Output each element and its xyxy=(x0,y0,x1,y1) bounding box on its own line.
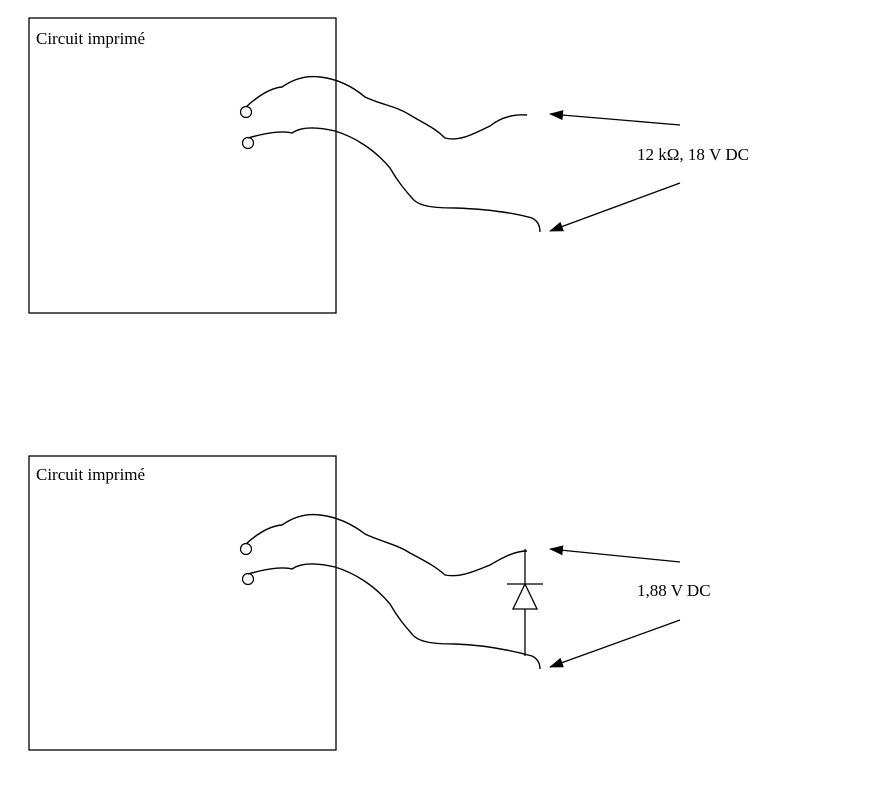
bottom-board-label: Circuit imprimé xyxy=(36,465,146,484)
bottom-arrow-upper xyxy=(549,545,681,563)
bottom-wire-1 xyxy=(245,513,528,577)
top-arrow-upper xyxy=(549,110,681,126)
bottom-terminal-1 xyxy=(239,542,253,556)
top-arrow-lower xyxy=(549,182,681,232)
top-terminal-1 xyxy=(239,105,253,119)
diode-symbol xyxy=(511,582,539,610)
bottom-circuit-board xyxy=(28,455,337,751)
top-board-label: Circuit imprimé xyxy=(36,29,146,48)
top-measurement-label: 12 kΩ, 18 V DC xyxy=(637,145,749,164)
top-wire-2 xyxy=(247,127,541,233)
bottom-arrow-lower xyxy=(549,619,681,668)
top-terminal-2 xyxy=(241,136,255,150)
bottom-measurement-label: 1,88 V DC xyxy=(637,581,711,600)
bottom-terminal-2 xyxy=(241,572,255,586)
top-circuit-board xyxy=(28,17,337,314)
bottom-wire-2 xyxy=(247,563,541,670)
top-wire-1 xyxy=(245,75,528,140)
